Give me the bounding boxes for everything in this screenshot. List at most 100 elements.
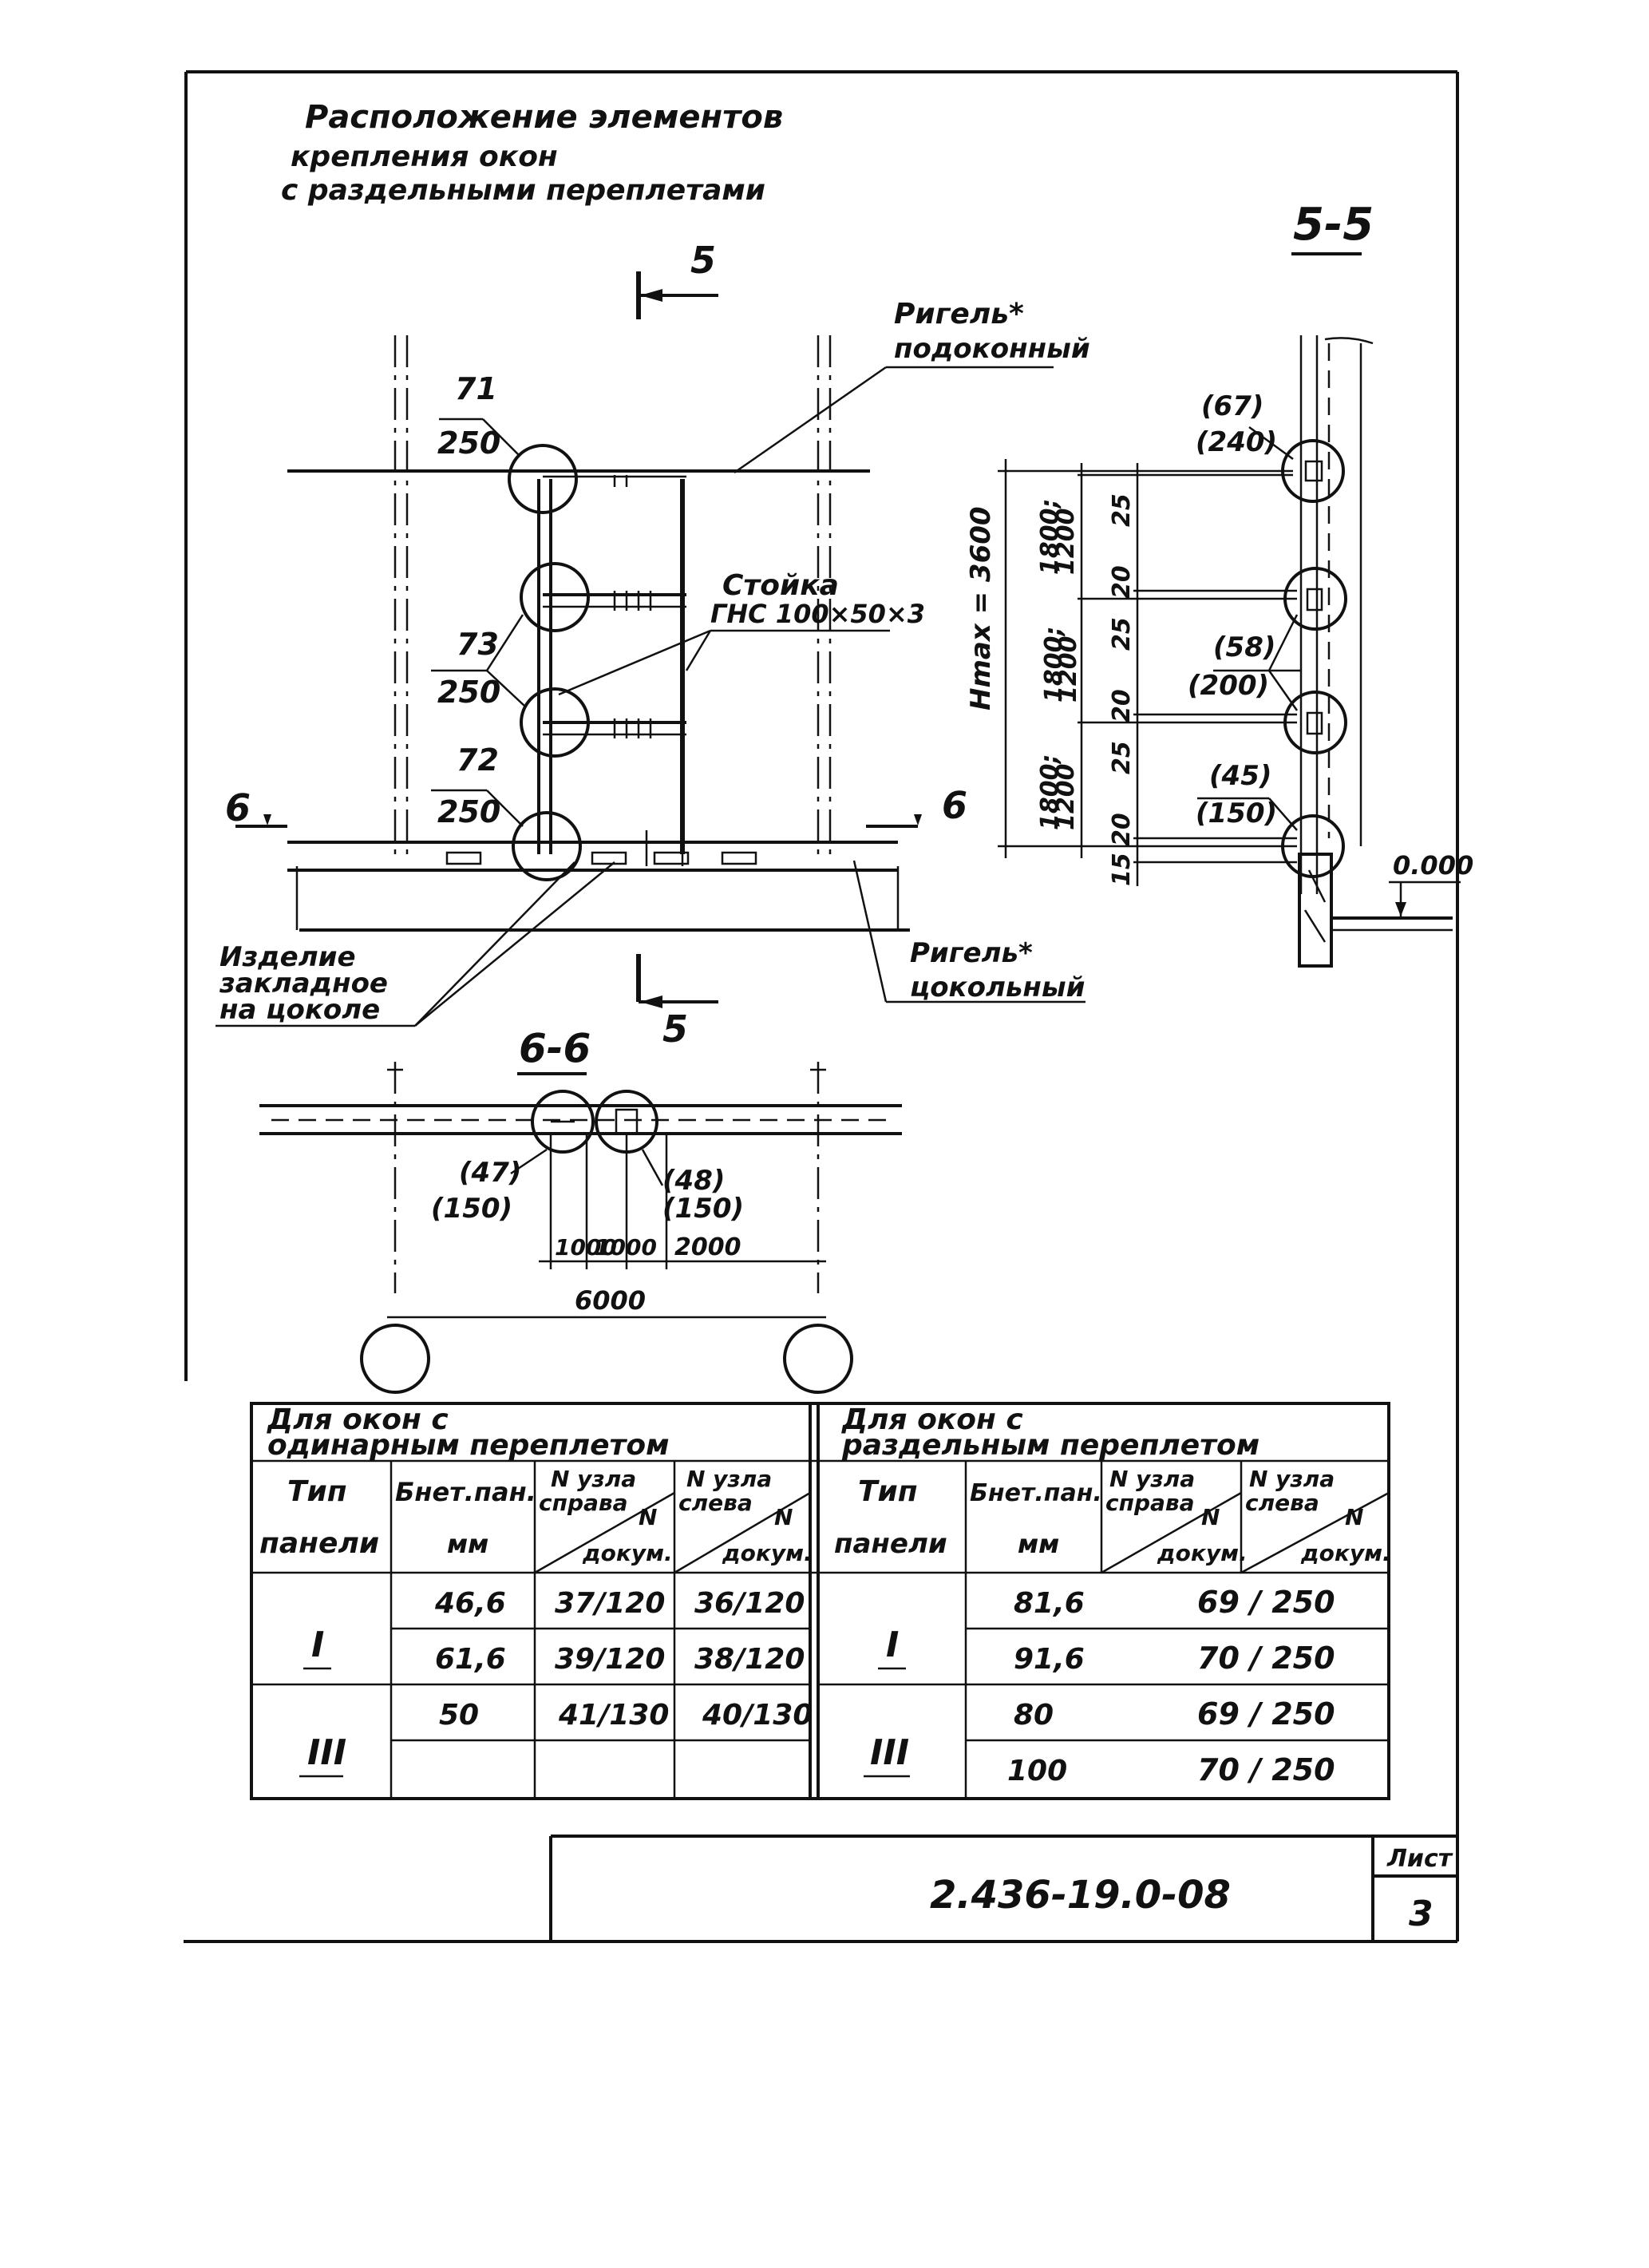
drawing-text: 100	[1007, 1755, 1067, 1787]
drawing-text: 61,6	[435, 1643, 506, 1676]
title-block: 2.436-19.0-08 Лист 3	[549, 1835, 1457, 1941]
drawing-text: одинарным переплетом	[267, 1429, 670, 1462]
drawing-text: N узла	[686, 1466, 772, 1492]
drawing-text: справа	[539, 1490, 628, 1516]
node-45: (45)	[1209, 760, 1271, 792]
rigel-bottom-label-2: цокольный	[910, 972, 1085, 1003]
drawing-text: N узла	[1109, 1466, 1195, 1492]
drawing-text: Для окон с	[267, 1403, 449, 1436]
drawing-text: 69 / 250	[1197, 1585, 1335, 1620]
drawing-text: Тип	[858, 1475, 918, 1508]
drawing-text: раздельным переплетом	[841, 1429, 1259, 1462]
node-73-doc: 250	[437, 675, 500, 710]
drawing-text: 70 / 250	[1197, 1752, 1335, 1787]
node-72-circle	[512, 811, 582, 881]
drawing-text: 1000	[555, 1234, 617, 1261]
drawing-text: 1800;	[1036, 499, 1064, 576]
drawing-text: 70 / 250	[1197, 1641, 1335, 1676]
drawing-text: докум.	[1157, 1540, 1248, 1566]
drawing-text: Бнет.пан.	[970, 1479, 1102, 1507]
axis-bubble-left	[360, 1324, 430, 1394]
node-48: (48)	[662, 1165, 725, 1197]
drawing-text: 25	[1108, 493, 1136, 527]
drawing-text: 20	[1108, 813, 1136, 846]
sheet-label: Лист	[1386, 1845, 1453, 1873]
node-71-circle	[508, 444, 578, 514]
drawing-text: Для окон с	[841, 1403, 1023, 1436]
node-200: (200)	[1188, 670, 1269, 702]
drawing-text: N	[1345, 1504, 1363, 1530]
drawing-text: 46,6	[434, 1587, 506, 1620]
drawing-text: 81,6	[1014, 1587, 1085, 1620]
rigel-top-label-2: подоконный	[894, 333, 1090, 365]
node-150: (150)	[1196, 798, 1277, 829]
node-72-doc: 250	[437, 794, 500, 829]
node-71-number: 71	[455, 371, 497, 406]
level-mark: 0.000	[1393, 850, 1473, 881]
drawing-text: 39/120	[555, 1643, 665, 1676]
node-150-left: (150)	[431, 1193, 512, 1225]
drawing-text: N	[1201, 1504, 1220, 1530]
rigel-top-label-1: Ригель*	[894, 298, 1024, 331]
drawing-text: слева	[1245, 1490, 1319, 1516]
cut-5-bottom: 5	[662, 1007, 688, 1051]
drawing-text: 41/130	[558, 1699, 669, 1732]
span-6000: 6000	[575, 1285, 646, 1316]
hmax-dim: Hmax = 3600	[965, 506, 997, 710]
node-73-number: 73	[457, 627, 499, 662]
section-6-6-view: 6-6 (47) (150) (48) (150) 1000 1000 2000	[259, 1025, 902, 1394]
drawing-text: 80	[1014, 1699, 1054, 1732]
drawing-text: панели	[834, 1528, 947, 1560]
title-line-3: с раздельными переплетами	[281, 174, 765, 207]
drawing-text: 37/120	[555, 1587, 665, 1620]
left-type-1: I	[311, 1625, 324, 1665]
elevation-view: 5	[216, 239, 1090, 1051]
drawing-text: 1000	[595, 1234, 657, 1261]
drawing-text: докум.	[1300, 1540, 1391, 1566]
izdelie-label-2: закладное	[219, 968, 388, 999]
node-table: Для окон с одинарным переплетом Для окон…	[250, 1402, 1391, 1800]
drawing-text: мм	[1018, 1529, 1059, 1559]
axis-bubble-right	[783, 1324, 853, 1394]
section-5-5-view: 0.000 Hmax = 3600 1800; 1200 1800; 1200 …	[965, 335, 1473, 968]
drawing-text: 50	[439, 1699, 479, 1732]
node-67: (67)	[1201, 390, 1263, 422]
drawing-text: 2000	[674, 1233, 741, 1261]
document-code: 2.436-19.0-08	[930, 1873, 1231, 1918]
node-73a-circle	[520, 562, 590, 632]
drawing-text: справа	[1105, 1490, 1195, 1516]
drawing-text: N узла	[1249, 1466, 1335, 1492]
drawing-text: N	[639, 1504, 657, 1530]
drawing-text: 1800;	[1040, 627, 1068, 703]
cut-6-right: 6	[942, 784, 967, 827]
drawing-text: N	[774, 1504, 793, 1530]
drawing-text: 15	[1108, 853, 1136, 886]
title-line-2: крепления окон	[291, 141, 558, 173]
drawing-text: мм	[447, 1529, 488, 1559]
drawing-text: 25	[1108, 617, 1136, 651]
izdelie-label-3: на цоколе	[219, 994, 380, 1026]
drawing-text: 36/120	[694, 1587, 805, 1620]
drawing-text: N узла	[551, 1466, 636, 1492]
node-58: (58)	[1213, 631, 1275, 663]
drawing-text: 40/130	[702, 1699, 813, 1732]
stoyka-label-1: Стойка	[722, 569, 839, 602]
drawing-text: 1200	[1052, 764, 1080, 831]
cut-6-left: 6	[225, 786, 251, 829]
drawing-text: 1200	[1054, 636, 1082, 703]
drawing-text: 1800;	[1036, 754, 1064, 831]
drawing-text: 25	[1108, 741, 1136, 774]
node-73b-circle	[520, 687, 590, 758]
drawing-text: слева	[678, 1490, 753, 1516]
drawing-text: панели	[259, 1527, 379, 1560]
right-type-3: III	[870, 1732, 909, 1773]
sheet-frame	[184, 70, 1459, 1943]
drawing-text: 20	[1108, 565, 1136, 599]
node-72-number: 72	[457, 742, 499, 778]
right-type-1: I	[886, 1625, 899, 1665]
drawing-text: докум.	[582, 1540, 673, 1566]
left-type-3: III	[307, 1732, 346, 1773]
node-71-doc: 250	[437, 425, 500, 461]
drawing-text: Тип	[287, 1475, 347, 1508]
